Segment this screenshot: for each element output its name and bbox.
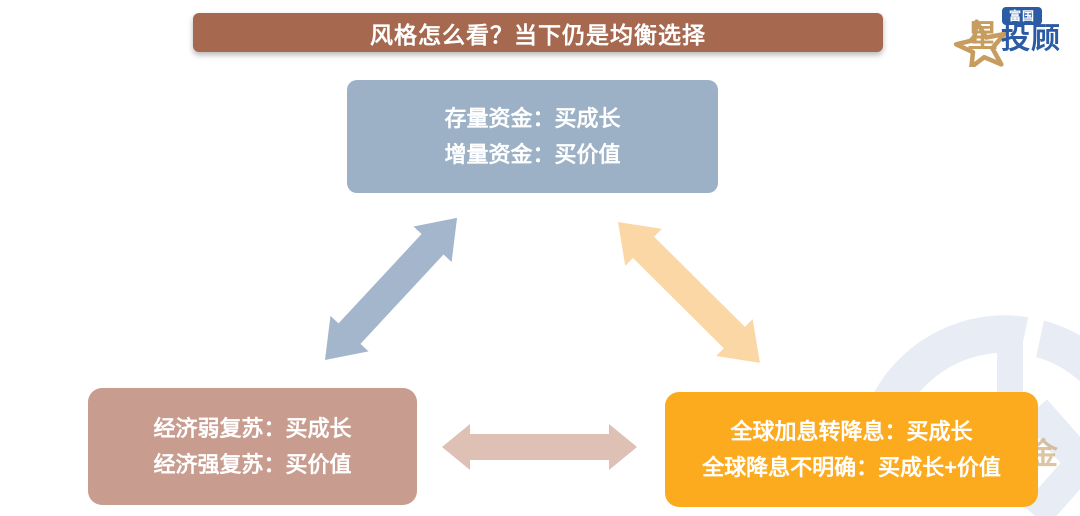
arrow-bottomleft-to-bottomright: [442, 424, 637, 470]
node-economy: 经济弱复苏：买成长 经济强复苏：买价值: [88, 388, 417, 505]
node-rates-line-2: 全球降息不明确：买成长+价值: [702, 454, 1001, 480]
node-funds-line-2: 增量资金：买价值: [444, 141, 621, 167]
node-rates: 全球加息转降息：买成长 全球降息不明确：买成长+价值: [665, 392, 1038, 507]
brand-logo: 星 富国 投顾: [952, 4, 1078, 67]
logo-badge: 富国: [1002, 7, 1043, 26]
logo-star-character: 星: [967, 19, 998, 54]
node-funds: 存量资金：买成长 增量资金：买价值: [347, 80, 718, 193]
node-funds-line-1: 存量资金：买成长: [444, 105, 621, 131]
node-economy-line-2: 经济强复苏：买价值: [153, 451, 352, 477]
page-title: 风格怎么看？当下仍是均衡选择: [370, 21, 706, 48]
node-rates-line-1: 全球加息转降息：买成长: [730, 418, 973, 444]
watermark-ring-gap: [1017, 306, 1047, 369]
node-economy-line-1: 经济弱复苏：买成长: [153, 415, 352, 441]
arrow-top-to-bottomleft: [325, 217, 458, 360]
logo-name: 投顾: [1001, 23, 1062, 55]
arrow-top-to-bottomright: [618, 222, 760, 363]
title-bar: 风格怎么看？当下仍是均衡选择: [193, 13, 883, 52]
star-icon: [953, 19, 1007, 67]
